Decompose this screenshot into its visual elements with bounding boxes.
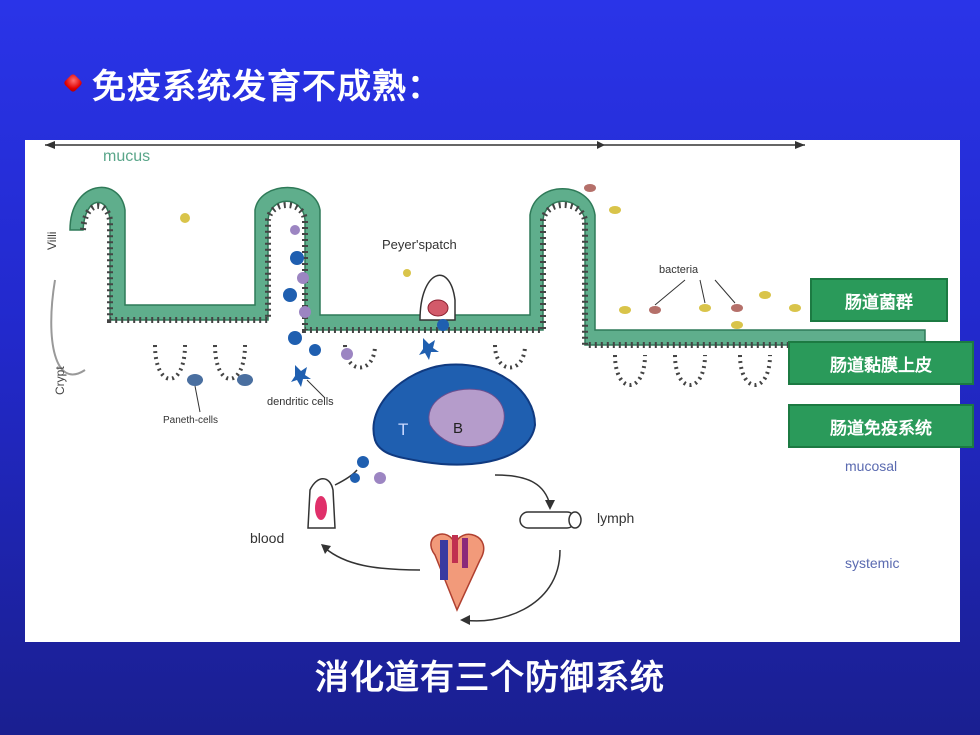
systemic-label: systemic xyxy=(845,555,900,571)
dendritic-cells-label: dendritic cells xyxy=(267,396,334,408)
bullet-icon xyxy=(63,73,83,93)
bacteria-cluster xyxy=(180,184,801,329)
slide-title-row: 免疫系统发育不成熟： xyxy=(63,58,442,108)
peyers-patch-label: Peyer'spatch xyxy=(382,237,457,252)
mucus-label: mucus xyxy=(103,148,151,165)
lymph-label: lymph xyxy=(597,510,635,526)
gut-immunity-diagram: mucus Villi Crypt Peyer'spatch bacteria … xyxy=(25,140,960,642)
t-cell-label: T xyxy=(398,420,409,439)
b-cell-zone xyxy=(428,388,505,448)
callout-gut-immune-system: 肠道免疫系统 xyxy=(788,404,974,448)
heart-illustration xyxy=(430,533,485,612)
mucosal-label: mucosal xyxy=(845,458,898,474)
callout-gut-flora: 肠道菌群 xyxy=(810,278,948,322)
callout-mucosal-epithelium: 肠道黏膜上皮 xyxy=(788,341,974,385)
b-cell-label: B xyxy=(453,420,464,437)
villi-label: Villi xyxy=(45,231,59,250)
crypt-label: Crypt xyxy=(53,366,67,395)
slide-caption: 消化道有三个防御系统 xyxy=(315,657,665,698)
diagram-illustration xyxy=(45,141,926,625)
mucus-layer xyxy=(69,186,926,346)
bacteria-label: bacteria xyxy=(659,264,699,276)
blood-label: blood xyxy=(250,530,285,546)
paneth-cells-label: Paneth-cells xyxy=(163,415,219,426)
slide-title: 免疫系统发育不成熟： xyxy=(92,66,442,107)
